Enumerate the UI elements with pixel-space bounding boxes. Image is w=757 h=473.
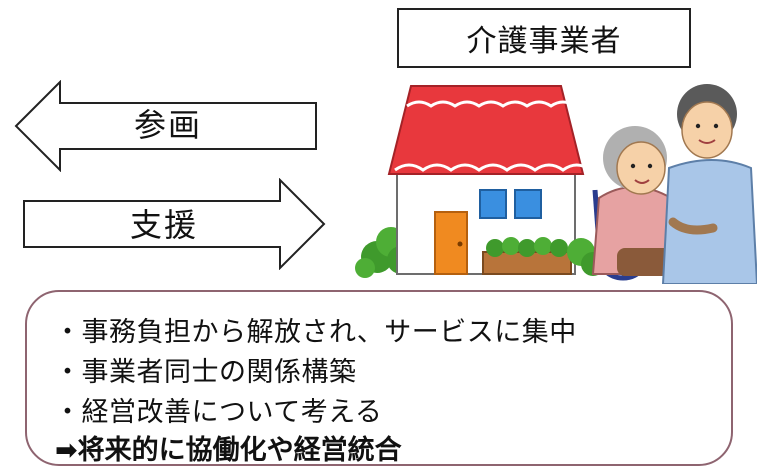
- care-provider-box: 介護事業者: [397, 8, 691, 68]
- left-arrow-icon: [14, 80, 317, 172]
- house-icon: [387, 85, 591, 275]
- benefit-item: ・経営改善について考える: [54, 397, 383, 428]
- benefit-item: ・事業者同士の関係構築: [54, 357, 357, 388]
- participation-label: 参画: [134, 106, 203, 144]
- participation-arrow: 参画: [14, 80, 318, 172]
- support-arrow: 支援: [22, 178, 326, 270]
- benefit-item: ・事務負担から解放され、サービスに集中: [54, 317, 577, 348]
- care-provider-label: 介護事業者: [466, 24, 622, 59]
- conclusion-text: ➡将来的に協働化や経営統合: [55, 435, 402, 466]
- support-label: 支援: [130, 206, 199, 244]
- caregiver-icon: [661, 84, 757, 285]
- house-and-caregiver-illustration: [355, 72, 757, 285]
- benefits-box: ・事務負担から解放され、サービスに集中 ・事業者同士の関係構築 ・経営改善につい…: [25, 290, 733, 466]
- right-arrow-icon: [23, 178, 326, 270]
